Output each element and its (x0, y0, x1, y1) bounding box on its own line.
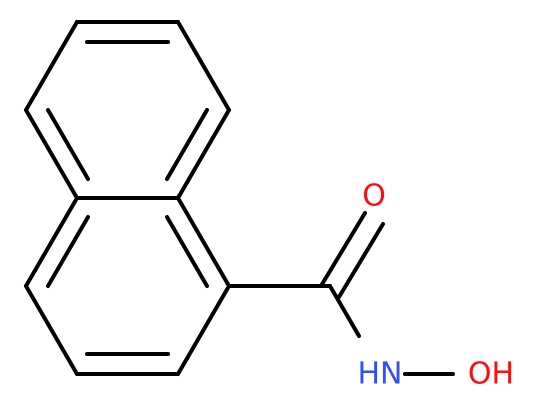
bond-upper-ring-6 (24, 20, 79, 112)
bond-lower-ring-5 (24, 196, 79, 288)
bond-lower-ring-5-inner (46, 215, 90, 288)
bond-carbonyl-to-nitrogen (328, 284, 361, 338)
bond-carbonyl-double-b (337, 222, 385, 299)
bond-lower-ring-1 (176, 196, 231, 288)
bond-upper-ring-5-inner (46, 108, 90, 181)
bond-lower-ring-2 (176, 284, 231, 376)
bond-lower-ring-1-inner (165, 215, 209, 288)
bond-upper-ring-2 (176, 20, 231, 112)
bond-lower-ring-4 (24, 284, 79, 376)
bond-upper-ring-5 (24, 108, 79, 200)
bond-upper-ring-3-inner (165, 108, 209, 181)
amide-nitrogen-label: HN (358, 357, 403, 392)
carbonyl-oxygen-label: O (362, 179, 386, 214)
bond-upper-ring-3 (176, 108, 231, 200)
bond-carbonyl-double-a (319, 211, 367, 288)
hydroxyl-oxygen-label: OH (468, 357, 514, 392)
